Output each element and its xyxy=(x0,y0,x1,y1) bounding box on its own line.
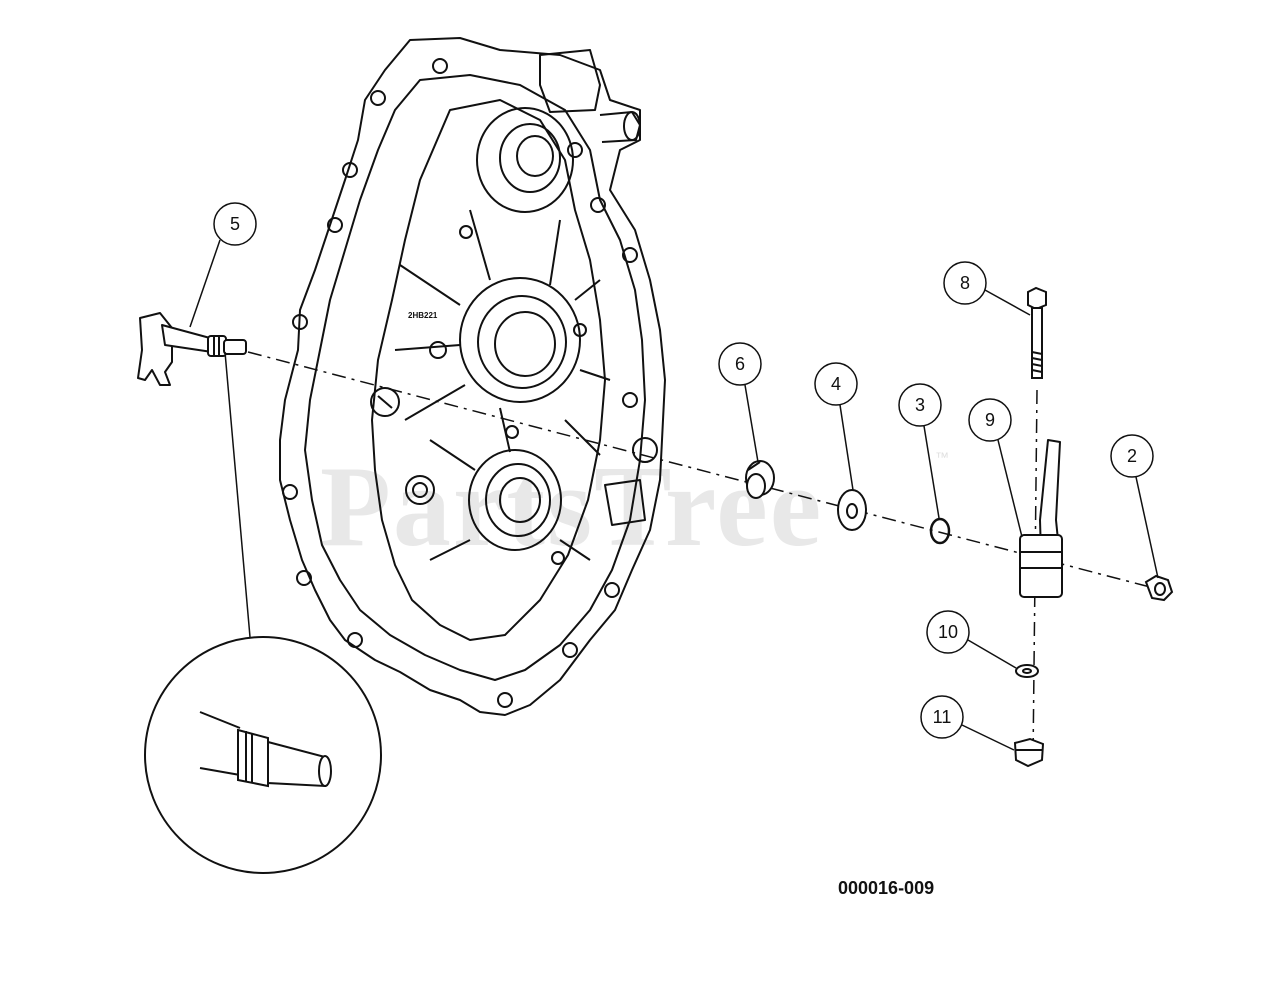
callout-label: 8 xyxy=(960,273,970,293)
flat-washer-part xyxy=(837,489,867,531)
detail-view xyxy=(144,636,382,874)
lock-washer-part xyxy=(1015,664,1039,678)
detail-leader-line xyxy=(224,351,251,638)
callout-10: 10 xyxy=(926,610,1017,669)
retaining-ring-part xyxy=(929,517,951,545)
callout-label: 3 xyxy=(915,395,925,415)
watermark-brand: PartsTree xyxy=(320,443,823,571)
drawing-code: 000016-009 xyxy=(838,878,934,898)
callout-4: 4 xyxy=(814,362,858,491)
casting-marking: 2HB221 xyxy=(408,311,438,320)
callout-6: 6 xyxy=(718,342,762,463)
watermark-trademark: ™ xyxy=(935,449,949,465)
callout-label: 10 xyxy=(938,622,958,642)
flange-nut-part xyxy=(1144,574,1174,602)
callout-label: 9 xyxy=(985,410,995,430)
callout-11: 11 xyxy=(920,695,1015,751)
shift-arm-part xyxy=(1019,439,1063,598)
housing-cover xyxy=(279,37,666,716)
callout-2: 2 xyxy=(1110,434,1159,579)
callout-label: 5 xyxy=(230,214,240,234)
oil-seal-part xyxy=(745,460,775,499)
hex-bolt-part xyxy=(1027,286,1047,379)
callout-label: 4 xyxy=(831,374,841,394)
hex-nut-part xyxy=(1013,737,1045,768)
callout-3: 3 xyxy=(898,383,942,519)
shift-shaft-part xyxy=(137,312,247,386)
callout-label: 6 xyxy=(735,354,745,374)
callout-label: 11 xyxy=(933,707,952,727)
callout-5: 5 xyxy=(189,202,257,328)
callout-label: 2 xyxy=(1127,446,1137,466)
callout-9: 9 xyxy=(968,398,1023,538)
callout-8: 8 xyxy=(943,261,1031,316)
